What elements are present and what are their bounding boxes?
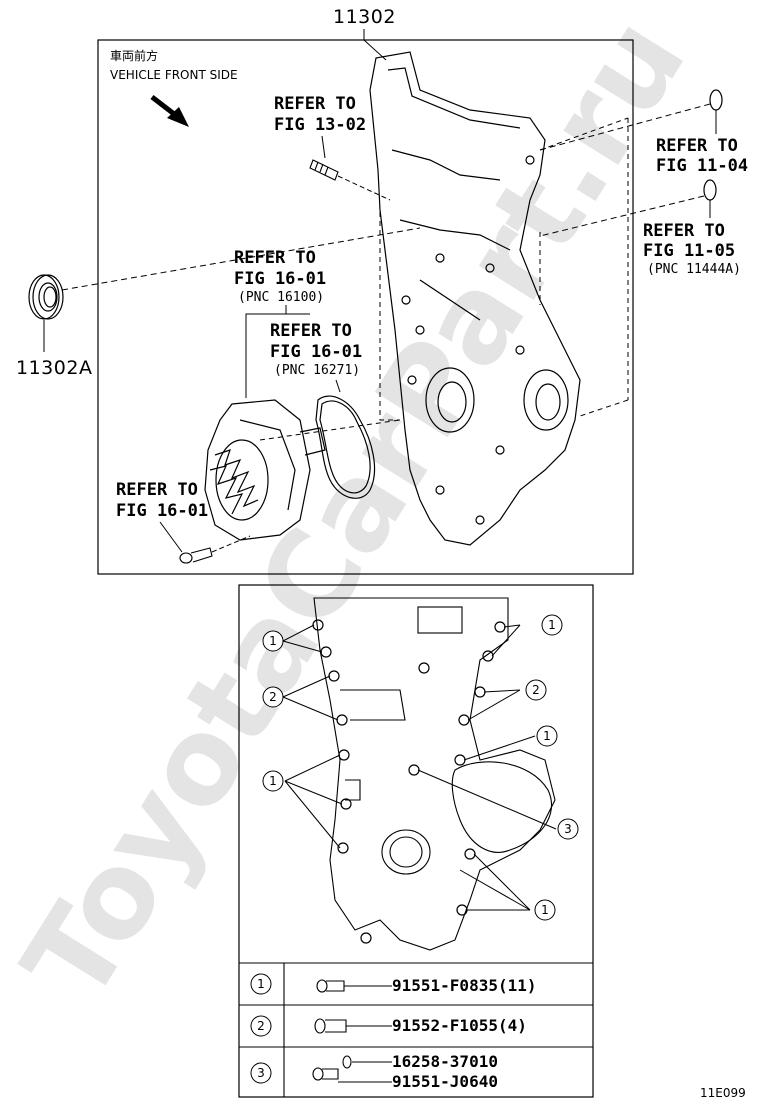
svg-text:REFER TO: REFER TO [643, 221, 725, 241]
timing-chain-cover[interactable] [369, 51, 581, 546]
svg-text:REFER TO: REFER TO [116, 480, 198, 500]
bolt-with-washer-icon [312, 1055, 352, 1081]
callout-1-right-mid[interactable]: 1 [536, 725, 558, 747]
stud-bolt[interactable] [309, 159, 339, 181]
bolt-table-row-2[interactable]: 2 91552-F1055(4) [250, 1015, 527, 1037]
svg-text:1: 1 [257, 977, 265, 991]
water-pump-gasket[interactable] [315, 395, 376, 499]
ref-fig-16-01-pnc-16100[interactable]: REFER TO FIG 16-01 (PNC 16100) [234, 248, 326, 305]
svg-text:16258-37010: 16258-37010 [392, 1052, 498, 1071]
svg-text:(PNC 16100): (PNC 16100) [238, 290, 324, 305]
svg-text:91552-F1055(4): 91552-F1055(4) [392, 1016, 527, 1035]
o-ring-11-04[interactable] [709, 89, 723, 111]
svg-text:3: 3 [257, 1066, 265, 1080]
ref-fig-13-02[interactable]: REFER TO FIG 13-02 [274, 94, 366, 135]
svg-text:91551-J0640: 91551-J0640 [392, 1072, 498, 1091]
svg-text:REFER TO: REFER TO [234, 248, 316, 268]
svg-text:FIG 13-02: FIG 13-02 [274, 115, 366, 135]
callout-leaders [282, 624, 557, 911]
svg-text:1: 1 [269, 634, 277, 648]
bolt-table-row-1[interactable]: 1 91551-F0835(11) [250, 973, 537, 995]
svg-text:REFER TO: REFER TO [274, 94, 356, 114]
o-ring-11-05[interactable] [703, 179, 717, 201]
svg-text:2: 2 [257, 1019, 265, 1033]
svg-text:(PNC 11444A): (PNC 11444A) [647, 262, 741, 277]
svg-text:FIG 11-04: FIG 11-04 [656, 156, 748, 176]
svg-text:3: 3 [564, 822, 572, 836]
svg-text:1: 1 [548, 618, 556, 632]
callout-1-left-mid[interactable]: 1 [262, 770, 284, 792]
svg-text:2: 2 [269, 690, 277, 704]
part-label-11302[interactable]: 11302 [333, 6, 396, 28]
svg-text:1: 1 [269, 774, 277, 788]
cover-bolt-location-view [313, 597, 556, 951]
upper-frame [97, 39, 634, 575]
bolt-icon [316, 979, 345, 993]
bolt-table-row-3[interactable]: 3 16258-37010 91551-J0640 [250, 1052, 498, 1091]
svg-text:1: 1 [541, 903, 549, 917]
callout-1-top-right[interactable]: 1 [541, 614, 563, 636]
bolt-table [239, 962, 593, 1097]
svg-text:REFER TO: REFER TO [656, 136, 738, 156]
svg-text:FIG 16-01: FIG 16-01 [116, 501, 208, 521]
ref-fig-16-01-bolt[interactable]: REFER TO FIG 16-01 [116, 480, 208, 521]
callout-1-bottom-right[interactable]: 1 [534, 899, 556, 921]
water-pump[interactable] [204, 399, 326, 541]
svg-text:1: 1 [543, 729, 551, 743]
watermark: ToyotaCarPart.ru [0, 0, 712, 1025]
callout-2-right[interactable]: 2 [525, 679, 547, 701]
water-pump-bolt[interactable] [179, 547, 213, 564]
svg-text:FIG 16-01: FIG 16-01 [270, 342, 362, 362]
part-label-11302A[interactable]: 11302A [16, 357, 92, 379]
lower-frame [238, 584, 594, 1098]
bolt-holes [312, 619, 506, 944]
vehicle-front-jp: 車両前方 [110, 48, 158, 63]
ref-fig-11-05[interactable]: REFER TO FIG 11-05 (PNC 11444A) [643, 221, 741, 277]
svg-text:FIG 11-05: FIG 11-05 [643, 241, 735, 261]
vehicle-front-arrow-icon [150, 95, 189, 127]
callout-2-left[interactable]: 2 [262, 686, 284, 708]
svg-text:(PNC 16271): (PNC 16271) [274, 363, 360, 378]
flange-bolt-icon [314, 1018, 347, 1034]
ref-fig-11-04[interactable]: REFER TO FIG 11-04 [656, 136, 748, 176]
assembly-guide-lines [259, 117, 629, 441]
vehicle-front-en: VEHICLE FRONT SIDE [110, 68, 238, 82]
callout-3[interactable]: 3 [557, 818, 579, 840]
oil-seal[interactable] [28, 274, 64, 320]
diagram-code: 11E099 [700, 1086, 746, 1100]
svg-text:2: 2 [532, 683, 540, 697]
ref-fig-16-01-pnc-16271[interactable]: REFER TO FIG 16-01 (PNC 16271) [270, 321, 362, 378]
svg-text:FIG 16-01: FIG 16-01 [234, 269, 326, 289]
svg-text:REFER TO: REFER TO [270, 321, 352, 341]
svg-text:91551-F0835(11): 91551-F0835(11) [392, 976, 537, 995]
callout-1-top-left[interactable]: 1 [262, 630, 284, 652]
